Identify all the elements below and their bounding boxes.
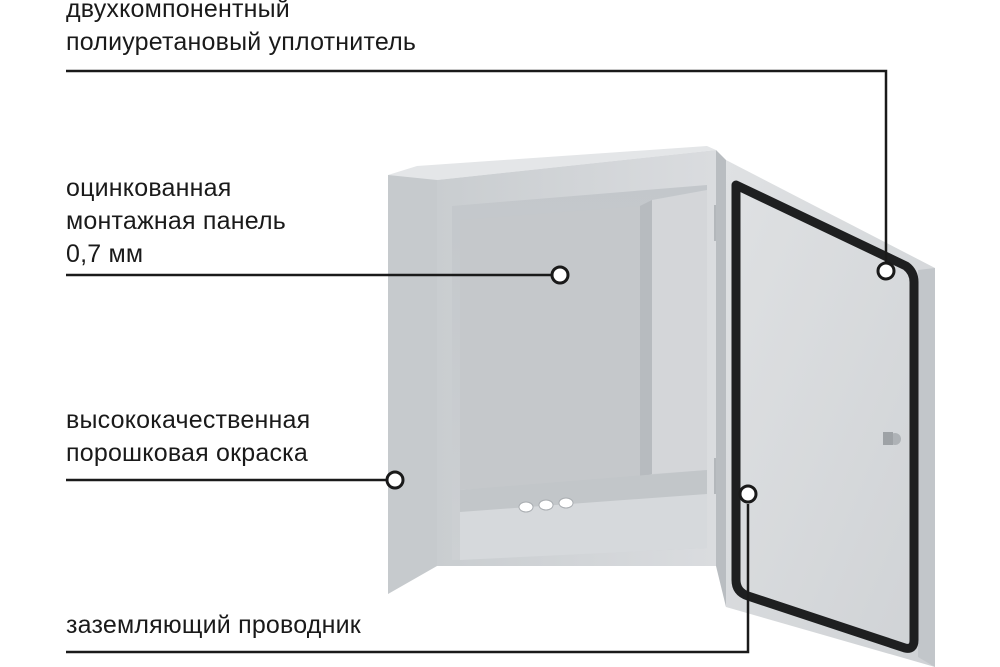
- callout-paint-line2: порошковая окраска: [66, 439, 308, 467]
- leader-line-grounding: [66, 504, 750, 654]
- marker-paint: [385, 470, 405, 490]
- door-gasket: [731, 180, 919, 653]
- marker-grounding: [738, 484, 758, 504]
- callout-paint: высококачественная порошковая окраска: [66, 404, 310, 470]
- callout-mounting-panel-line1: оцинкованная: [66, 174, 232, 202]
- cabinet-door: [716, 150, 935, 667]
- callout-mounting-panel-line2: монтажная панель: [66, 207, 287, 235]
- callout-markers: [385, 261, 896, 504]
- callout-paint-line1: высококачественная: [66, 406, 311, 434]
- callout-sealant: двухкомпонентный полиуретановый уплотнит…: [66, 0, 416, 59]
- marker-mounting-panel: [550, 265, 570, 285]
- mounting-panel: [460, 206, 640, 490]
- marker-sealant: [876, 261, 896, 281]
- cabinet-body: [388, 146, 722, 594]
- callout-grounding: заземляющий проводник: [66, 609, 361, 642]
- callout-sealant-line1: двухкомпонентный: [66, 0, 290, 23]
- callout-mounting-panel-line3: 0,7 мм: [66, 240, 144, 268]
- callout-sealant-line2: полиуретановый уплотнитель: [66, 28, 417, 56]
- leader-lines: [66, 69, 888, 654]
- callout-grounding-line1: заземляющий проводник: [66, 611, 361, 639]
- leader-line-sealant: [66, 69, 888, 271]
- callout-mounting-panel: оцинкованная монтажная панель 0,7 мм: [66, 172, 286, 271]
